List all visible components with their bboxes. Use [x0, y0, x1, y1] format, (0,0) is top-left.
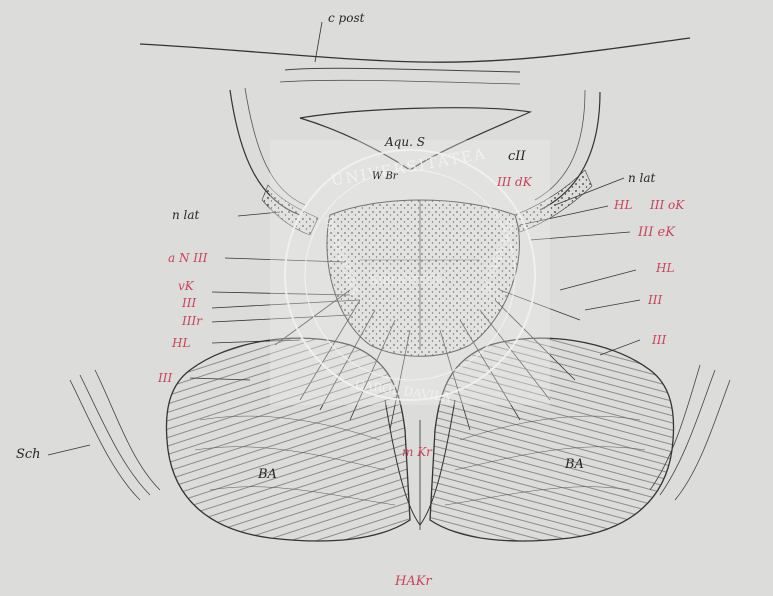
label-iii-left: III	[182, 297, 196, 309]
label-aqu-s: Aqu. S	[385, 136, 425, 148]
label-c-ii: cII	[508, 150, 526, 163]
label-h-a-kr: HAKr	[395, 575, 432, 588]
label-hl-left: HL	[172, 337, 190, 349]
label-ba-left: BA	[258, 468, 277, 481]
label-iii-ok: III oK	[650, 199, 684, 211]
label-iii-r: IIIr	[182, 315, 202, 327]
label-v-k: vK	[178, 280, 194, 292]
label-hl-right-top: HL	[614, 199, 632, 211]
label-iii-ek: III eK	[638, 226, 675, 239]
label-m-kr: m Kr	[402, 446, 432, 458]
label-ba-right: BA	[565, 458, 584, 471]
label-a-n-iii: a N III	[168, 252, 208, 264]
label-iii-dk: III dK	[497, 176, 532, 188]
label-w-br: W Br	[372, 172, 398, 182]
posterior-commissure	[140, 38, 690, 84]
label-sch: Sch	[16, 448, 41, 461]
label-n-lat-left: n lat	[172, 209, 199, 221]
label-iii-right-1: III	[648, 294, 662, 306]
label-hl-right-mid: HL	[656, 262, 674, 274]
label-iii-right-2: III	[652, 334, 666, 346]
label-c-post: c post	[328, 12, 364, 24]
label-iii-left-low: III	[158, 372, 172, 384]
stamp-text-line4: BIBLIOTECA	[370, 275, 443, 286]
label-n-lat-right: n lat	[628, 172, 655, 184]
